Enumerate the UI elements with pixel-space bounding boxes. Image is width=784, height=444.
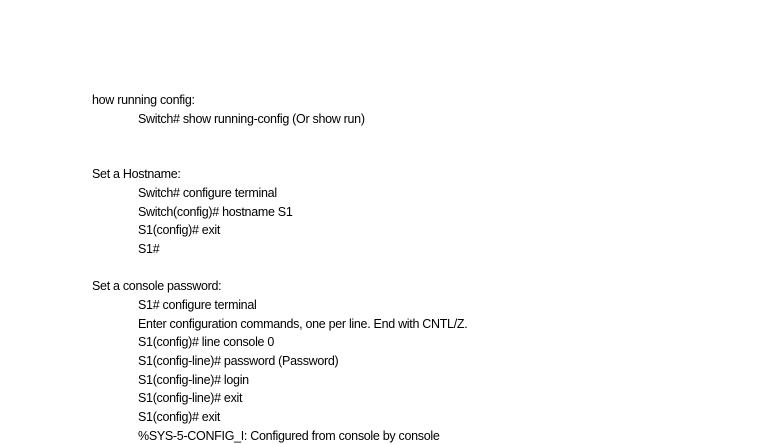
command-line: S1#	[138, 242, 160, 256]
command-line: S1(config)# exit	[138, 223, 221, 237]
command-line: S1(config)# exit	[138, 410, 221, 424]
command-line: S1(config-line)# password (Password)	[138, 354, 339, 368]
section-heading-set-hostname: Set a Hostname:	[92, 167, 181, 181]
section-heading-set-console-password: Set a console password:	[92, 279, 222, 293]
system-log-message: %SYS-5-CONFIG_I: Configured from console…	[138, 429, 440, 443]
command-line: S1(config-line)# exit	[138, 391, 243, 405]
command-line: Switch(config)# hostname S1	[138, 205, 293, 219]
command-line: S1(config)# line console 0	[138, 335, 275, 349]
command-output-line: Enter configuration commands, one per li…	[138, 317, 468, 331]
section-heading-show-running-config: how running config:	[92, 93, 195, 107]
command-line: S1# configure terminal	[138, 298, 257, 312]
command-line: Switch# show running-config (Or show run…	[138, 112, 365, 126]
command-line: Switch# configure terminal	[138, 186, 277, 200]
command-line: S1(config-line)# login	[138, 373, 249, 387]
